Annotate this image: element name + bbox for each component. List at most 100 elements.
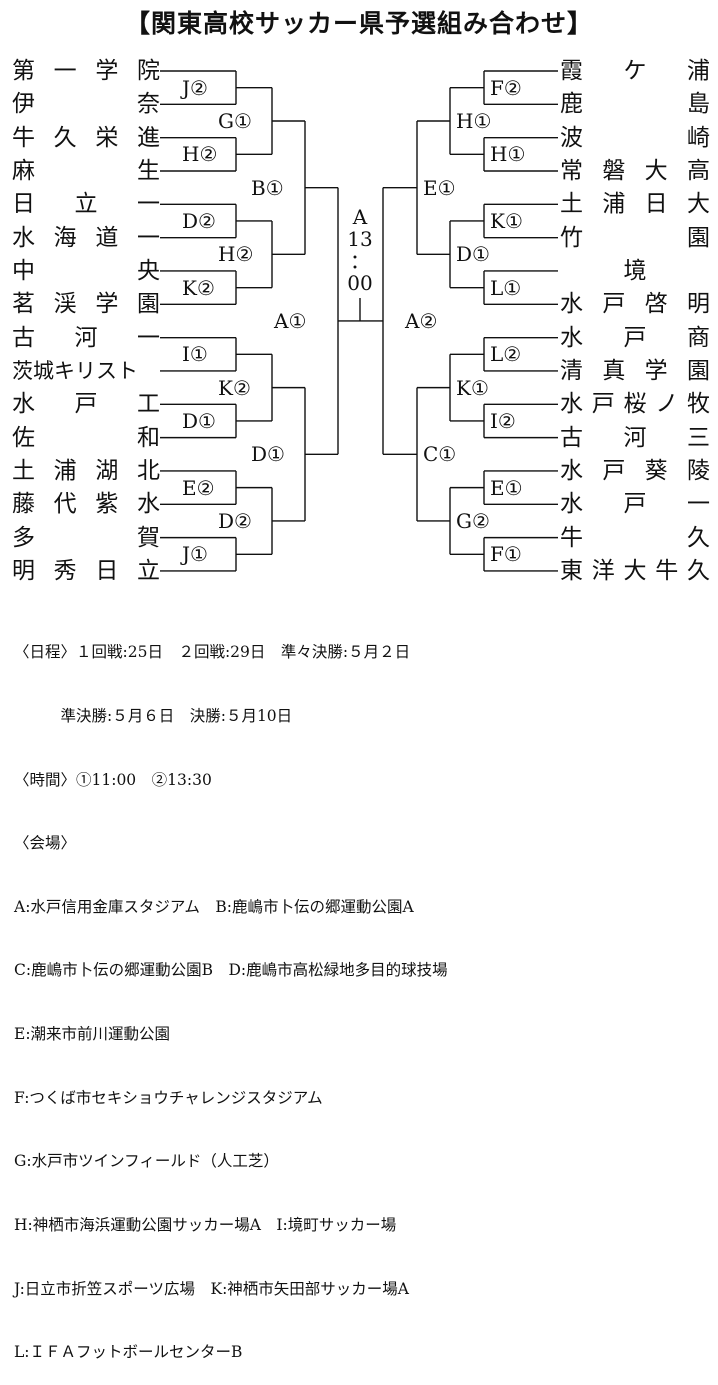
team-char: 古 bbox=[12, 324, 35, 351]
final-colon: ： bbox=[350, 249, 370, 273]
team-char: 一 bbox=[687, 491, 710, 518]
team-char: 戸 bbox=[74, 391, 98, 418]
team-char: 竹 bbox=[560, 224, 583, 251]
team-char: 大 bbox=[623, 557, 647, 584]
team-char: 戸 bbox=[623, 491, 647, 518]
team-char: 学 bbox=[644, 357, 668, 384]
team-char: 水 bbox=[12, 224, 35, 251]
info-line: E:潮来市前川運動公園 bbox=[14, 1025, 171, 1044]
team-char: 園 bbox=[687, 224, 710, 251]
team-char: 水 bbox=[560, 324, 583, 351]
team-char: 三 bbox=[687, 424, 710, 451]
team-char: 立 bbox=[136, 557, 160, 584]
team-char: 中 bbox=[12, 257, 35, 284]
team-char: 常 bbox=[560, 157, 583, 184]
match-label: H② bbox=[216, 242, 256, 267]
left-team: 牛久栄進 bbox=[12, 123, 160, 153]
schedule-info: 〈日程〉１回戦:25日 ２回戦:29日 準々決勝:５月２日 準決勝:５月６日 決… bbox=[14, 600, 448, 1385]
team-char: 代 bbox=[53, 491, 77, 518]
team-char: 北 bbox=[136, 457, 160, 484]
right-team: 水戸一 bbox=[560, 489, 710, 519]
team-char: 戸 bbox=[591, 391, 615, 418]
match-label: G① bbox=[216, 108, 254, 133]
team-char: 生 bbox=[137, 157, 160, 184]
match-label: A② bbox=[403, 308, 440, 333]
match-label: F② bbox=[488, 75, 524, 100]
team-char: 清 bbox=[560, 357, 583, 384]
match-label: E② bbox=[180, 475, 217, 500]
team-char: 工 bbox=[137, 391, 160, 418]
match-label: J② bbox=[180, 75, 210, 100]
match-label: K② bbox=[180, 275, 217, 300]
team-char: 立 bbox=[74, 191, 98, 218]
match-label: D① bbox=[249, 442, 287, 467]
team-char: 霞 bbox=[560, 58, 583, 84]
team-char: 戸 bbox=[602, 291, 626, 318]
left-team: 佐和 bbox=[12, 423, 160, 453]
team-char: 洋 bbox=[591, 557, 615, 584]
team-char: 浦 bbox=[602, 191, 626, 218]
team-char: 央 bbox=[137, 257, 160, 284]
match-label: H① bbox=[454, 108, 494, 133]
team-char: 一 bbox=[136, 224, 160, 251]
match-label: B① bbox=[249, 175, 286, 200]
match-label: K① bbox=[454, 375, 491, 400]
team-char: 大 bbox=[644, 157, 668, 184]
team-char: 古 bbox=[560, 424, 583, 451]
team-char: 久 bbox=[687, 524, 710, 551]
team-char: ノ bbox=[655, 391, 679, 418]
left-team: 古河一 bbox=[12, 323, 160, 353]
match-label: I② bbox=[488, 408, 518, 433]
page-title: 【関東高校サッカー県予選組み合わせ】 bbox=[124, 9, 593, 38]
team-char: 水 bbox=[560, 391, 583, 418]
match-label: K② bbox=[216, 375, 253, 400]
team-char: 戸 bbox=[602, 457, 626, 484]
left-team: 麻生 bbox=[12, 156, 160, 186]
right-team: 波崎 bbox=[560, 123, 710, 153]
info-line: C:鹿嶋市卜伝の郷運動公園B D:鹿嶋市高松緑地多目的球技場 bbox=[14, 961, 448, 980]
final-minute: 00 bbox=[347, 271, 373, 295]
team-char: 葵 bbox=[644, 457, 668, 484]
team-char: 道 bbox=[95, 224, 119, 251]
left-team: 第一学院 bbox=[12, 56, 160, 86]
match-label: J① bbox=[180, 542, 210, 567]
team-char: 渓 bbox=[53, 291, 77, 318]
info-line: A:水戸信用金庫スタジアム B:鹿嶋市卜伝の郷運動公園A bbox=[14, 897, 414, 916]
team-char: 高 bbox=[686, 157, 710, 184]
right-team: 土浦日大 bbox=[560, 189, 710, 219]
team-char: 一 bbox=[137, 324, 160, 351]
team-char: 栄 bbox=[95, 124, 119, 151]
team-char: 土 bbox=[560, 191, 583, 218]
info-line: H:神栖市海浜運動公園サッカー場A I:境町サッカー場 bbox=[14, 1215, 397, 1234]
team-char: 奈 bbox=[137, 91, 160, 118]
team-char: 水 bbox=[12, 391, 35, 418]
match-label: D① bbox=[454, 242, 492, 267]
team-char: 久 bbox=[53, 124, 77, 151]
match-label: E① bbox=[488, 475, 525, 500]
left-team: 中央 bbox=[12, 256, 160, 286]
tournament-bracket bbox=[160, 70, 558, 572]
team-char: 戸 bbox=[623, 324, 647, 351]
left-team: 伊奈 bbox=[12, 89, 160, 119]
match-label: L① bbox=[488, 275, 524, 300]
right-team: 竹園 bbox=[560, 223, 710, 253]
team-char: 牛 bbox=[12, 124, 35, 151]
left-team: 土浦湖北 bbox=[12, 456, 160, 486]
team-char: 多 bbox=[12, 524, 35, 551]
team-char: 久 bbox=[687, 557, 710, 584]
team-char: 桜 bbox=[623, 391, 647, 418]
team-char: 啓 bbox=[644, 291, 668, 318]
left-team: 藤代紫水 bbox=[12, 489, 160, 519]
team-char: 第 bbox=[12, 58, 35, 84]
right-team: 鹿島 bbox=[560, 89, 710, 119]
team-char: 牧 bbox=[687, 391, 710, 418]
match-label: E① bbox=[421, 175, 458, 200]
info-line: 〈日程〉１回戦:25日 ２回戦:29日 準々決勝:５月２日 bbox=[14, 643, 411, 662]
team-char: 土 bbox=[12, 457, 35, 484]
team-char: 和 bbox=[137, 424, 160, 451]
team-char: 陵 bbox=[686, 457, 710, 484]
team-char: 波 bbox=[560, 124, 583, 151]
team-char: 水 bbox=[136, 491, 160, 518]
match-label: D② bbox=[180, 208, 218, 233]
team-char: 浦 bbox=[53, 457, 77, 484]
